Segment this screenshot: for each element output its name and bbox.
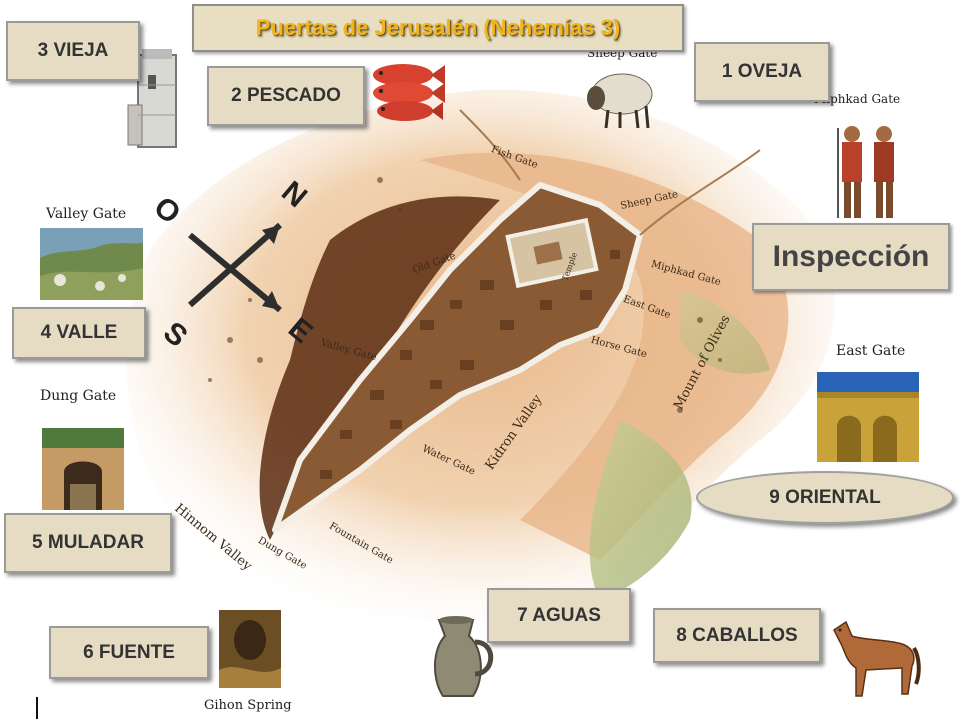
- gihon-spring-image: [219, 610, 281, 688]
- caption-gihon-spring: Gihon Spring: [204, 698, 292, 713]
- valley-gate-image: [40, 228, 143, 300]
- gate-label-muladar: 5 MULADAR: [4, 513, 172, 573]
- old-gate-tower-image: [127, 49, 177, 148]
- fish-image: [373, 64, 445, 121]
- gate-label-oveja: 1 OVEJA: [694, 42, 830, 102]
- gate-label-pescado: 2 PESCADO: [207, 66, 365, 126]
- inspection-button[interactable]: Inspección: [752, 223, 950, 291]
- page-title: Puertas de Jerusalén (Nehemías 3): [192, 4, 684, 52]
- gate-label-oriental: 9 ORIENTAL: [696, 471, 954, 524]
- sheep-image: [587, 73, 653, 129]
- compass-icon: [188, 222, 282, 313]
- gate-label-aguas: 7 AGUAS: [487, 588, 631, 643]
- caption-valley-gate: Valley Gate: [46, 206, 127, 222]
- gate-label-caballos: 8 CABALLOS: [653, 608, 821, 663]
- text-cursor: [36, 697, 38, 719]
- gate-label-vieja: 3 VIEJA: [6, 21, 140, 81]
- east-gate-image: [817, 372, 919, 462]
- caption-miphkad-gate: Miphkad Gate: [814, 92, 901, 106]
- horse-image: [833, 620, 921, 697]
- dung-gate-image: [42, 428, 124, 510]
- caption-east-gate: East Gate: [836, 343, 906, 359]
- pitcher-image: [433, 616, 494, 697]
- caption-dung-gate: Dung Gate: [40, 388, 117, 404]
- gate-label-valle: 4 VALLE: [12, 307, 146, 359]
- soldiers-image: [837, 126, 894, 218]
- gate-label-fuente: 6 FUENTE: [49, 626, 209, 679]
